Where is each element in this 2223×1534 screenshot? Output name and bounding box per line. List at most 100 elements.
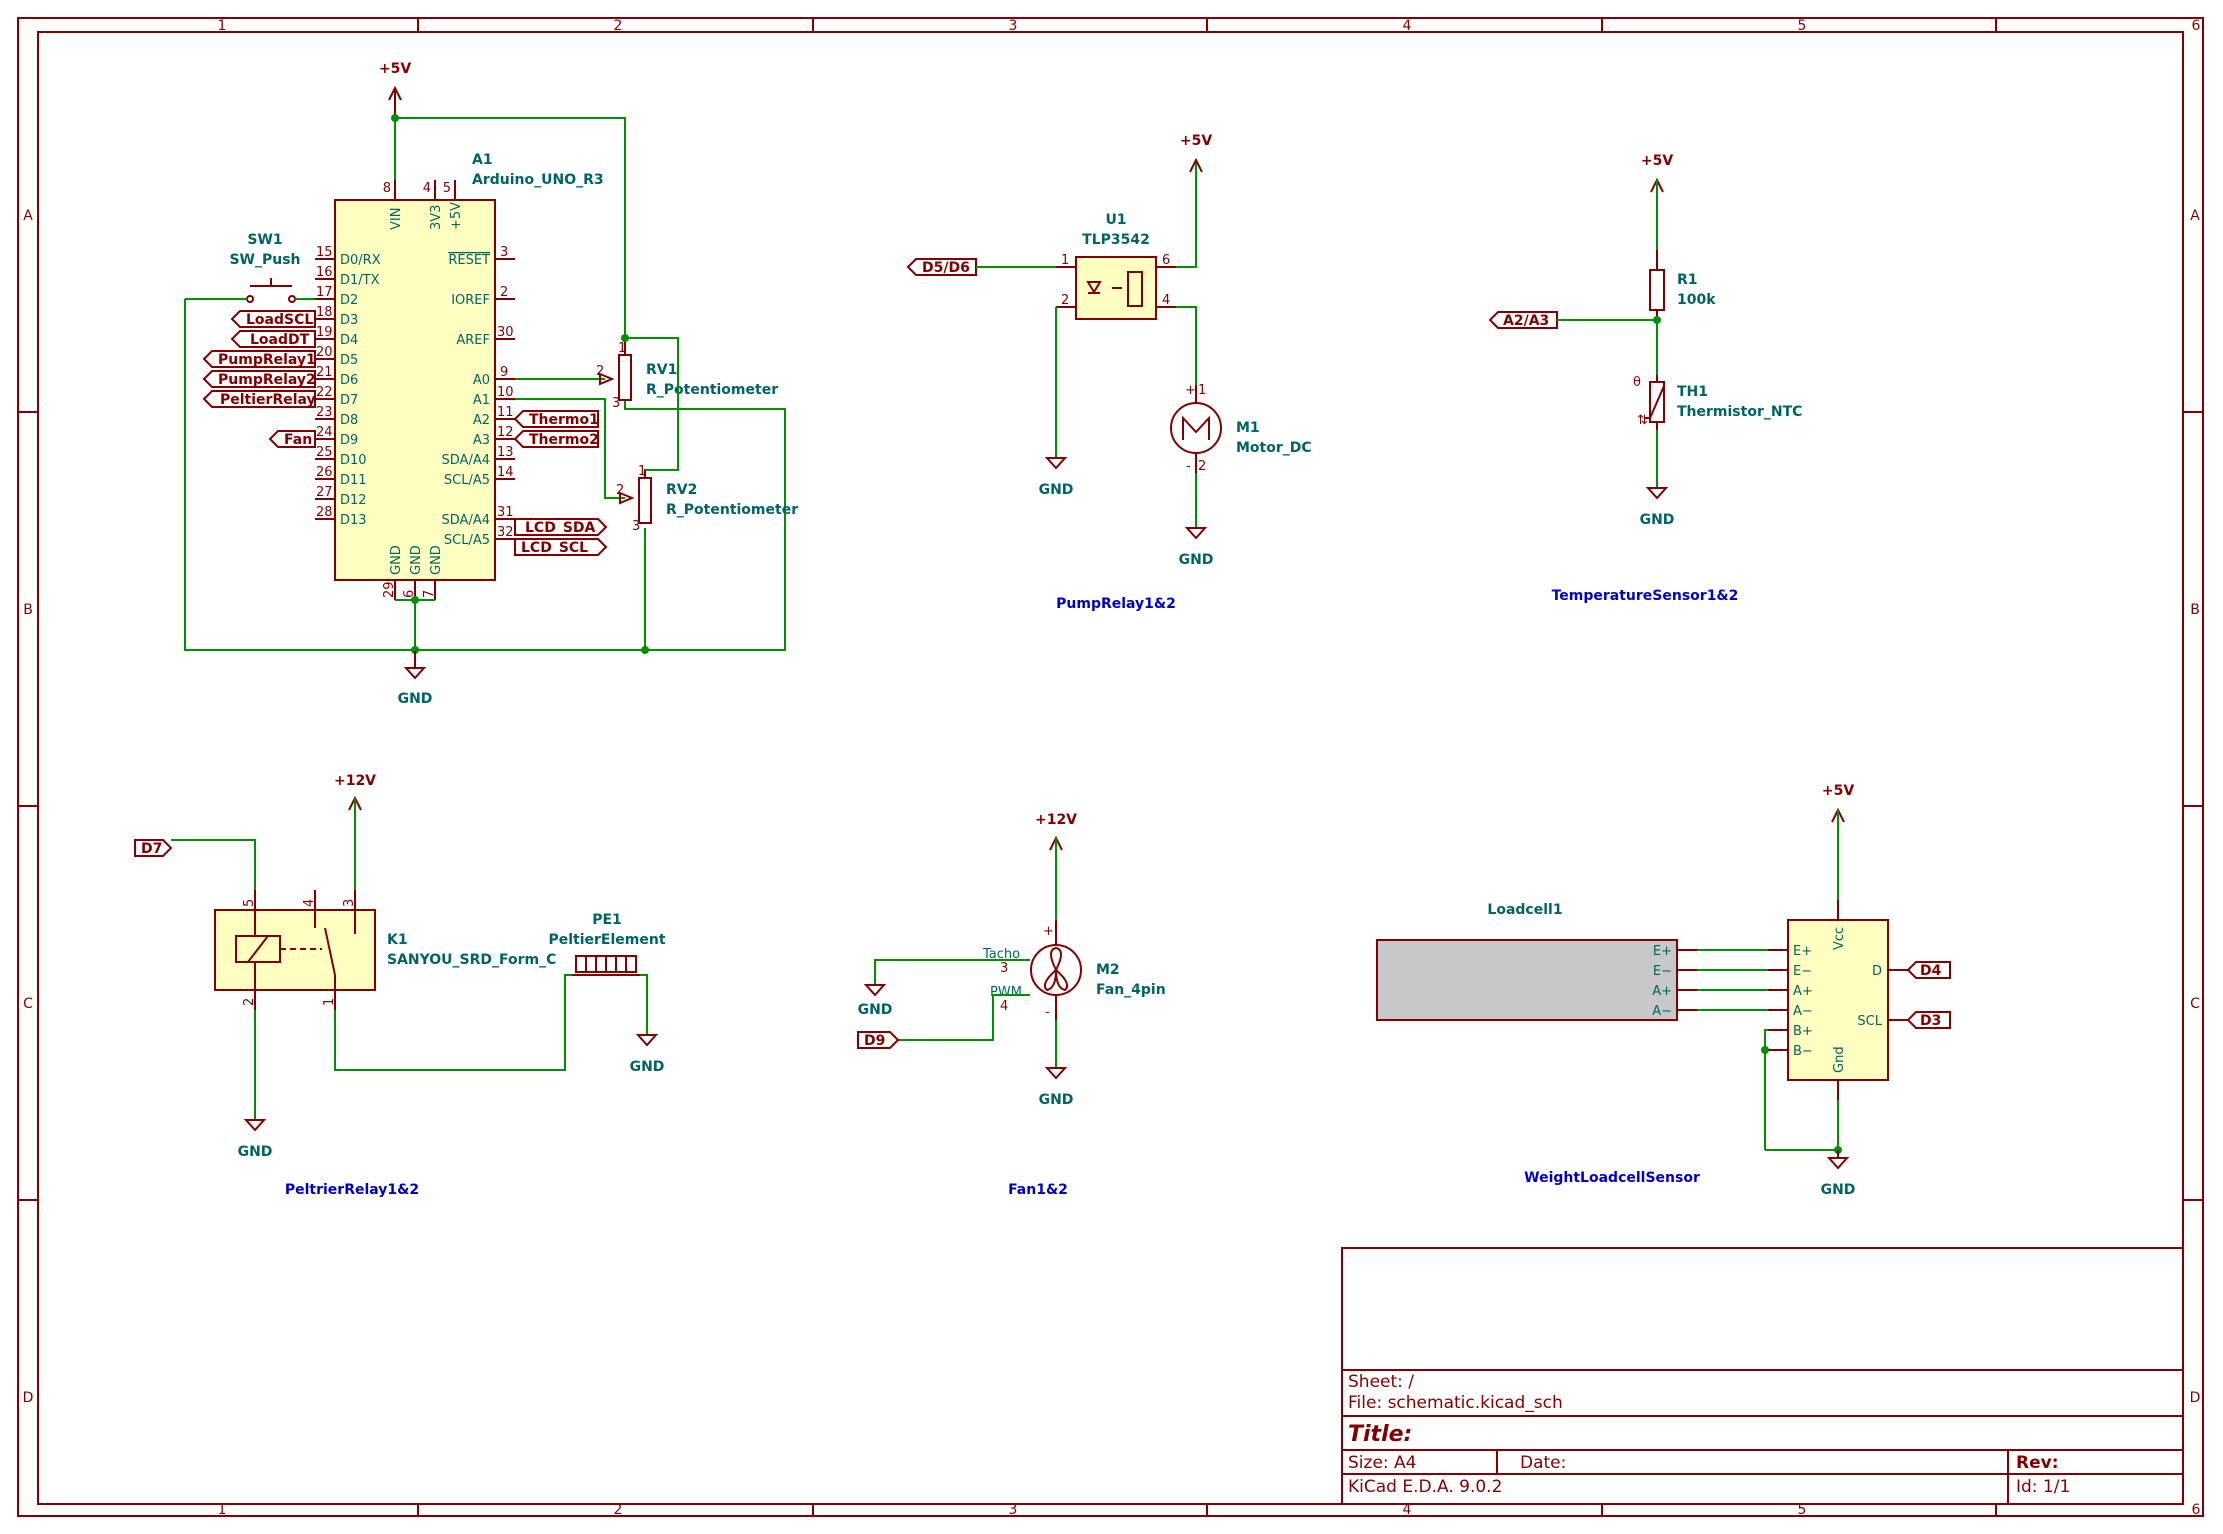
arduino-pin-name: A0 (473, 373, 490, 388)
k1-value: SANYOU_SRD_Form_C (387, 952, 556, 968)
hx711-pin: E+ (1793, 944, 1812, 959)
rv2-potentiometer[interactable]: 1 2 3 RV2 R_Potentiometer (616, 464, 798, 534)
temperature-sensor-section: +5V R1 100k A2/A3 θ ⇅ TH1 Thermistor_NTC (1488, 153, 1802, 604)
label-loadscl: LoadSCL (246, 312, 313, 328)
arduino-pin-name: D3 (340, 313, 358, 328)
row-c-left: C (23, 996, 33, 1012)
u1-value: TLP3542 (1082, 232, 1150, 248)
power-12v-label: +12V (334, 773, 376, 789)
power-5v-label: +5V (1641, 153, 1673, 169)
arduino-pin-num: 5 (443, 181, 451, 196)
u1-pin: 1 (1061, 253, 1069, 268)
gnd-label: GND (1640, 512, 1675, 528)
hx711-d: D (1872, 964, 1882, 979)
arduino-pin-num: 10 (497, 385, 514, 400)
row-b-right: B (2190, 602, 2200, 618)
arduino-pin-name: VIN (389, 208, 404, 230)
u1-optorelay[interactable]: U1 TLP3542 1 2 6 4 (1061, 212, 1170, 320)
arduino-pin-num: 6 (402, 590, 417, 598)
label-a2a3: A2/A3 (1503, 313, 1549, 329)
rv2-value: R_Potentiometer (666, 502, 798, 518)
arduino-pin-name: D13 (340, 513, 367, 528)
col-1-bottom: 1 (218, 1502, 227, 1518)
sw1-ref: SW1 (247, 232, 282, 248)
gnd-symbol-fan: GND (1039, 1067, 1074, 1108)
loadcell-pin: A+ (1652, 984, 1672, 999)
rv1-value: R_Potentiometer (646, 382, 778, 398)
hx711-body (1787, 919, 1889, 1081)
u1-pin: 6 (1162, 253, 1170, 268)
tb-size: Size: A4 (1348, 1453, 1416, 1473)
arduino-left-pins: 15 16 17 18 19 20 21 22 23 24 25 26 27 2… (315, 245, 381, 528)
row-d-left: D (23, 1390, 34, 1406)
wire-hx711-b (1764, 1029, 1768, 1150)
arduino-pin-num: 3 (500, 245, 508, 260)
k1-relay[interactable]: 5 4 3 2 1 K1 SANYOU_SRD_Form_C (214, 890, 556, 1010)
arduino-pin-name: A1 (473, 393, 490, 408)
rv1-pin: 2 (596, 364, 604, 379)
m2-fan[interactable]: Tacho PWM 3 4 + - M2 Fan_4pin (982, 920, 1166, 1020)
arduino-pin-name: D10 (340, 453, 367, 468)
tb-title: Title: (1348, 1422, 1412, 1447)
gnd-symbol-pe1: GND (630, 1034, 664, 1075)
loadcell-1[interactable]: E+ E− A+ A− (1376, 939, 1678, 1021)
rv2-pin: 1 (638, 464, 646, 479)
arduino-pin-num: 11 (497, 405, 514, 420)
u1-ref: U1 (1105, 212, 1126, 228)
loadcell-body (1376, 939, 1678, 1021)
th1-theta: θ (1633, 375, 1641, 390)
col-3-bottom: 3 (1009, 1502, 1018, 1518)
r1-resistor[interactable]: R1 100k (1649, 250, 1716, 320)
rv1-pin: 3 (612, 396, 620, 411)
arduino-pin-name: D8 (340, 413, 358, 428)
m2-value: Fan_4pin (1096, 982, 1166, 998)
wire-5v-to-pots (395, 117, 626, 338)
gnd-symbol-u1: GND (1039, 457, 1073, 498)
tb-date: Date: (1520, 1453, 1566, 1473)
arduino-pin-num: 22 (316, 385, 333, 400)
arduino-pin-num: 15 (316, 245, 333, 260)
sw1-value: SW_Push (229, 252, 300, 268)
power-5v-label: +5V (1180, 133, 1212, 149)
row-b-left: B (23, 602, 33, 618)
pe1-peltier[interactable]: PE1 PeltierElement (548, 912, 666, 976)
sw1-push-button[interactable]: SW1 SW_Push (185, 232, 315, 303)
label-lcd-scl: LCD_SCL (521, 540, 588, 556)
arduino-pin-name: D12 (340, 493, 367, 508)
arduino-pin-num: 12 (497, 425, 514, 440)
m2-tacho: Tacho (982, 947, 1020, 962)
m1-value: Motor_DC (1236, 440, 1312, 456)
arduino-pin-name: SDA/A4 (442, 513, 490, 528)
m1-dc-motor[interactable]: 1 2 + - M1 Motor_DC (1170, 383, 1312, 474)
arduino-uno[interactable]: +5V A1 Arduino_UNO_R3 8 4 5 VIN 3V3 +5V … (184, 61, 786, 707)
arduino-pin-name: D0/RX (340, 253, 381, 268)
arduino-pin-num: 23 (316, 405, 333, 420)
col-1-top: 1 (218, 18, 227, 34)
arduino-pin-name: D4 (340, 333, 358, 348)
hx711-module[interactable]: E+ E− A+ A− B+ B− Vcc Gnd D SCL (1787, 919, 1889, 1081)
arduino-pin-name: SCL/A5 (444, 533, 490, 548)
col-2-top: 2 (614, 18, 623, 34)
label-d4: D4 (1920, 963, 1942, 979)
junction-hx711-b (1761, 1046, 1769, 1054)
rv1-potentiometer[interactable]: 1 2 3 RV1 R_Potentiometer (515, 338, 778, 411)
arduino-pin-name: A3 (473, 433, 490, 448)
row-a-right: A (2190, 208, 2200, 224)
hx711-pin: A− (1793, 1004, 1813, 1019)
gnd-label: GND (1039, 1092, 1074, 1108)
loadcell-ref: Loadcell1 (1487, 902, 1562, 918)
arduino-pin-num: 19 (316, 325, 333, 340)
power-12v-label: +12V (1035, 812, 1077, 828)
th1-thermistor[interactable]: θ ⇅ TH1 Thermistor_NTC (1633, 375, 1802, 430)
gnd-symbol-th1: GND (1640, 487, 1675, 528)
col-3-top: 3 (1009, 18, 1018, 34)
arduino-pin-num: 32 (497, 525, 514, 540)
col-4-bottom: 4 (1403, 1502, 1412, 1518)
arduino-pin-name: D6 (340, 373, 358, 388)
tb-id: Id: 1/1 (2016, 1477, 2070, 1497)
net-labels-arduino-right: Thermo1 Thermo2 LCD_SDA LCD_SCL (513, 410, 608, 556)
col-6-bottom: 6 (2192, 1502, 2201, 1518)
fan-section: +12V Tacho PWM 3 4 + - M2 Fan_4pin GND D… (857, 812, 1166, 1198)
arduino-pin-name: GND (429, 545, 444, 575)
arduino-pin-num: 2 (500, 285, 508, 300)
